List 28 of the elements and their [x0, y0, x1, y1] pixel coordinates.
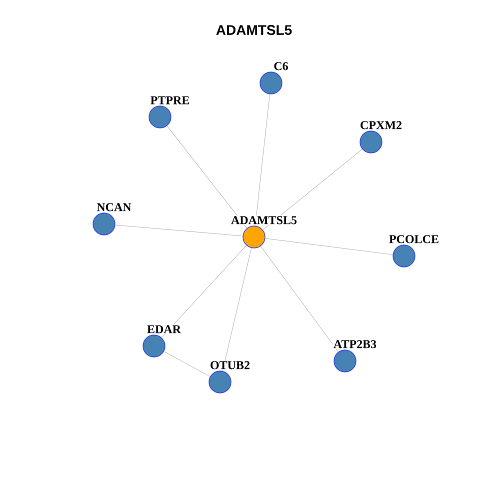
edge-line [262, 148, 362, 230]
node-circle [260, 72, 282, 94]
edge-line [265, 238, 393, 255]
edge-line [164, 351, 210, 377]
node-label: PCOLCE [388, 234, 440, 244]
node-label: ADAMTSL5 [230, 216, 298, 225]
node-circle [208, 370, 232, 394]
edge-line [166, 126, 248, 228]
node-label: CPXM2 [359, 120, 403, 130]
edge-line [161, 245, 247, 338]
node-circle [148, 106, 172, 128]
edge-line [255, 94, 270, 226]
node-circle [334, 350, 356, 372]
node-circle [142, 334, 166, 358]
node-label: NCAN [96, 202, 132, 212]
node-label: EDAR [146, 324, 182, 334]
node-circle [92, 212, 116, 236]
node-label: PTPRE [150, 96, 190, 105]
node-circle [360, 130, 382, 154]
edge-line [115, 224, 243, 236]
node-label: C6 [273, 62, 289, 71]
edge-line [260, 246, 339, 352]
node-label: ATP2B3 [332, 340, 378, 349]
chart-title: ADAMTSL5 [216, 25, 292, 35]
node-label: OTUB2 [209, 360, 251, 370]
edge-line [222, 248, 252, 372]
node-circle [242, 226, 266, 248]
node-circle [392, 244, 416, 268]
